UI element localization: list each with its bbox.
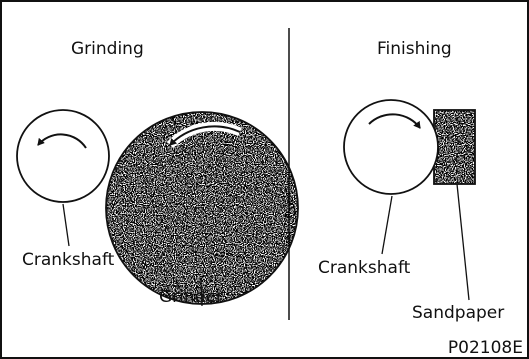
figure-code: P02108E — [448, 338, 523, 358]
grinder-label: Grinder — [159, 287, 223, 307]
sandpaper-leader — [456, 183, 470, 301]
grinding-title: Grinding — [71, 39, 144, 59]
sandpaper-label: Sandpaper — [412, 303, 504, 323]
finishing-crankshaft-rotation-arrow — [368, 113, 421, 129]
grinder-leader — [200, 281, 203, 307]
sandpaper-block — [433, 109, 476, 185]
grinder-rotation-arrow — [169, 125, 241, 146]
finishing-crankshaft-leader — [381, 195, 393, 255]
grinding-crankshaft-rotation-arrow — [37, 133, 87, 149]
finishing-crankshaft-label: Crankshaft — [318, 258, 411, 278]
grinding-crankshaft-label: Crankshaft — [22, 250, 115, 270]
grinder-wheel — [105, 111, 299, 305]
grinding-crankshaft-circle — [16, 109, 110, 203]
grinding-crankshaft-leader — [62, 203, 70, 247]
finishing-title: Finishing — [377, 39, 452, 59]
